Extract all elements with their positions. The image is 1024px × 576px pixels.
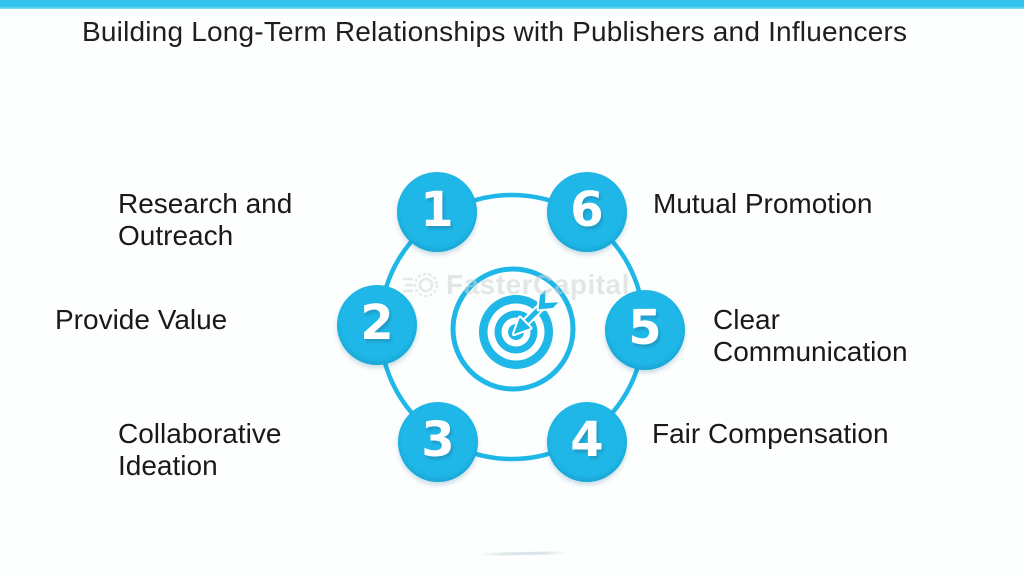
step-number-3: 3	[421, 412, 455, 468]
step-number-2: 2	[360, 295, 394, 351]
step-label-1: Research and Outreach	[118, 188, 293, 251]
step-circle-3: 3	[398, 402, 478, 482]
target-icon	[479, 287, 561, 369]
step-circle-5: 5	[605, 290, 685, 370]
step-label-6: Mutual Promotion	[653, 188, 873, 219]
step-circle-6: 6	[547, 172, 627, 252]
inner-ring	[450, 266, 576, 392]
step-label-3: Collaborative Ideation	[118, 418, 282, 481]
step-label-5: Clear Communication	[713, 304, 908, 367]
page-title: Building Long-Term Relationships with Pu…	[82, 16, 908, 47]
step-number-5: 5	[628, 300, 662, 356]
step-number-4: 4	[570, 412, 604, 468]
step-circle-1: 1	[397, 172, 477, 252]
step-circle-4: 4	[547, 402, 627, 482]
dart-arrow-icon	[511, 287, 561, 337]
step-number-1: 1	[420, 182, 454, 238]
step-number-6: 6	[570, 182, 604, 238]
step-label-4: Fair Compensation	[652, 418, 889, 449]
top-accent-bar	[0, 0, 1024, 9]
step-circle-2: 2	[337, 285, 417, 365]
step-label-2: Provide Value	[55, 304, 228, 335]
